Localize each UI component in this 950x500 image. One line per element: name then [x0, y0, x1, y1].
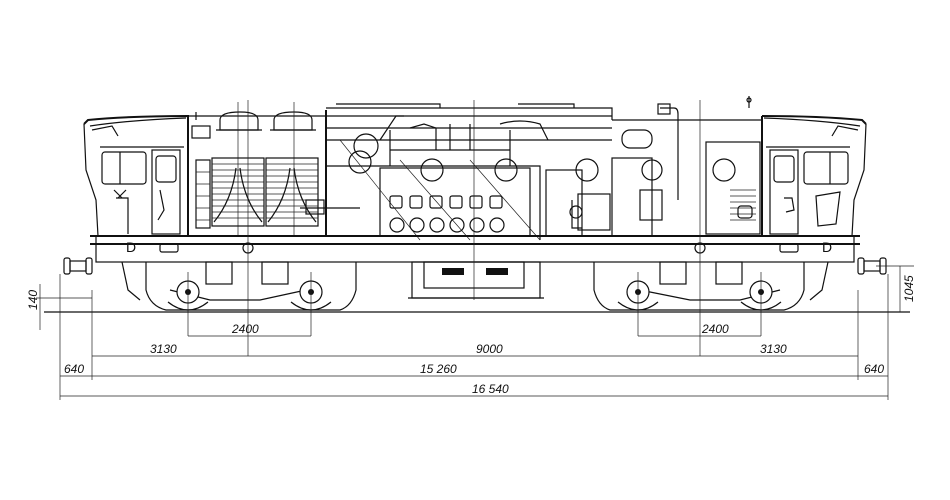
dim-buffer-height: 1045 [902, 275, 916, 302]
dim-rail-clearance: 140 [26, 290, 40, 310]
dim-inner-length: 15 260 [420, 362, 457, 376]
dim-overhang-right: 640 [864, 362, 884, 376]
dim-end-to-bogie-right: 3130 [760, 342, 787, 356]
left-cab [100, 146, 184, 235]
body-marking-right: D [822, 239, 832, 255]
locomotive-body [83, 96, 867, 237]
fuel-tank [408, 261, 544, 299]
dim-end-to-bogie-left: 3130 [150, 342, 177, 356]
dimension-lines [36, 265, 914, 400]
left-buffer [63, 257, 93, 275]
dim-overhang-left: 640 [64, 362, 84, 376]
right-cab [766, 146, 850, 235]
diesel-engine [326, 115, 611, 241]
dim-overall-length: 16 540 [472, 382, 509, 396]
dim-wheelbase-right: 2400 [701, 322, 729, 336]
body-marking-left: D [126, 239, 136, 255]
radiator-section [191, 102, 360, 236]
right-bogie [593, 261, 805, 336]
left-bogie [145, 261, 357, 336]
dim-wheelbase-left: 2400 [231, 322, 259, 336]
dim-bogie-centers: 9000 [476, 342, 503, 356]
right-hood-equipment [611, 129, 761, 237]
